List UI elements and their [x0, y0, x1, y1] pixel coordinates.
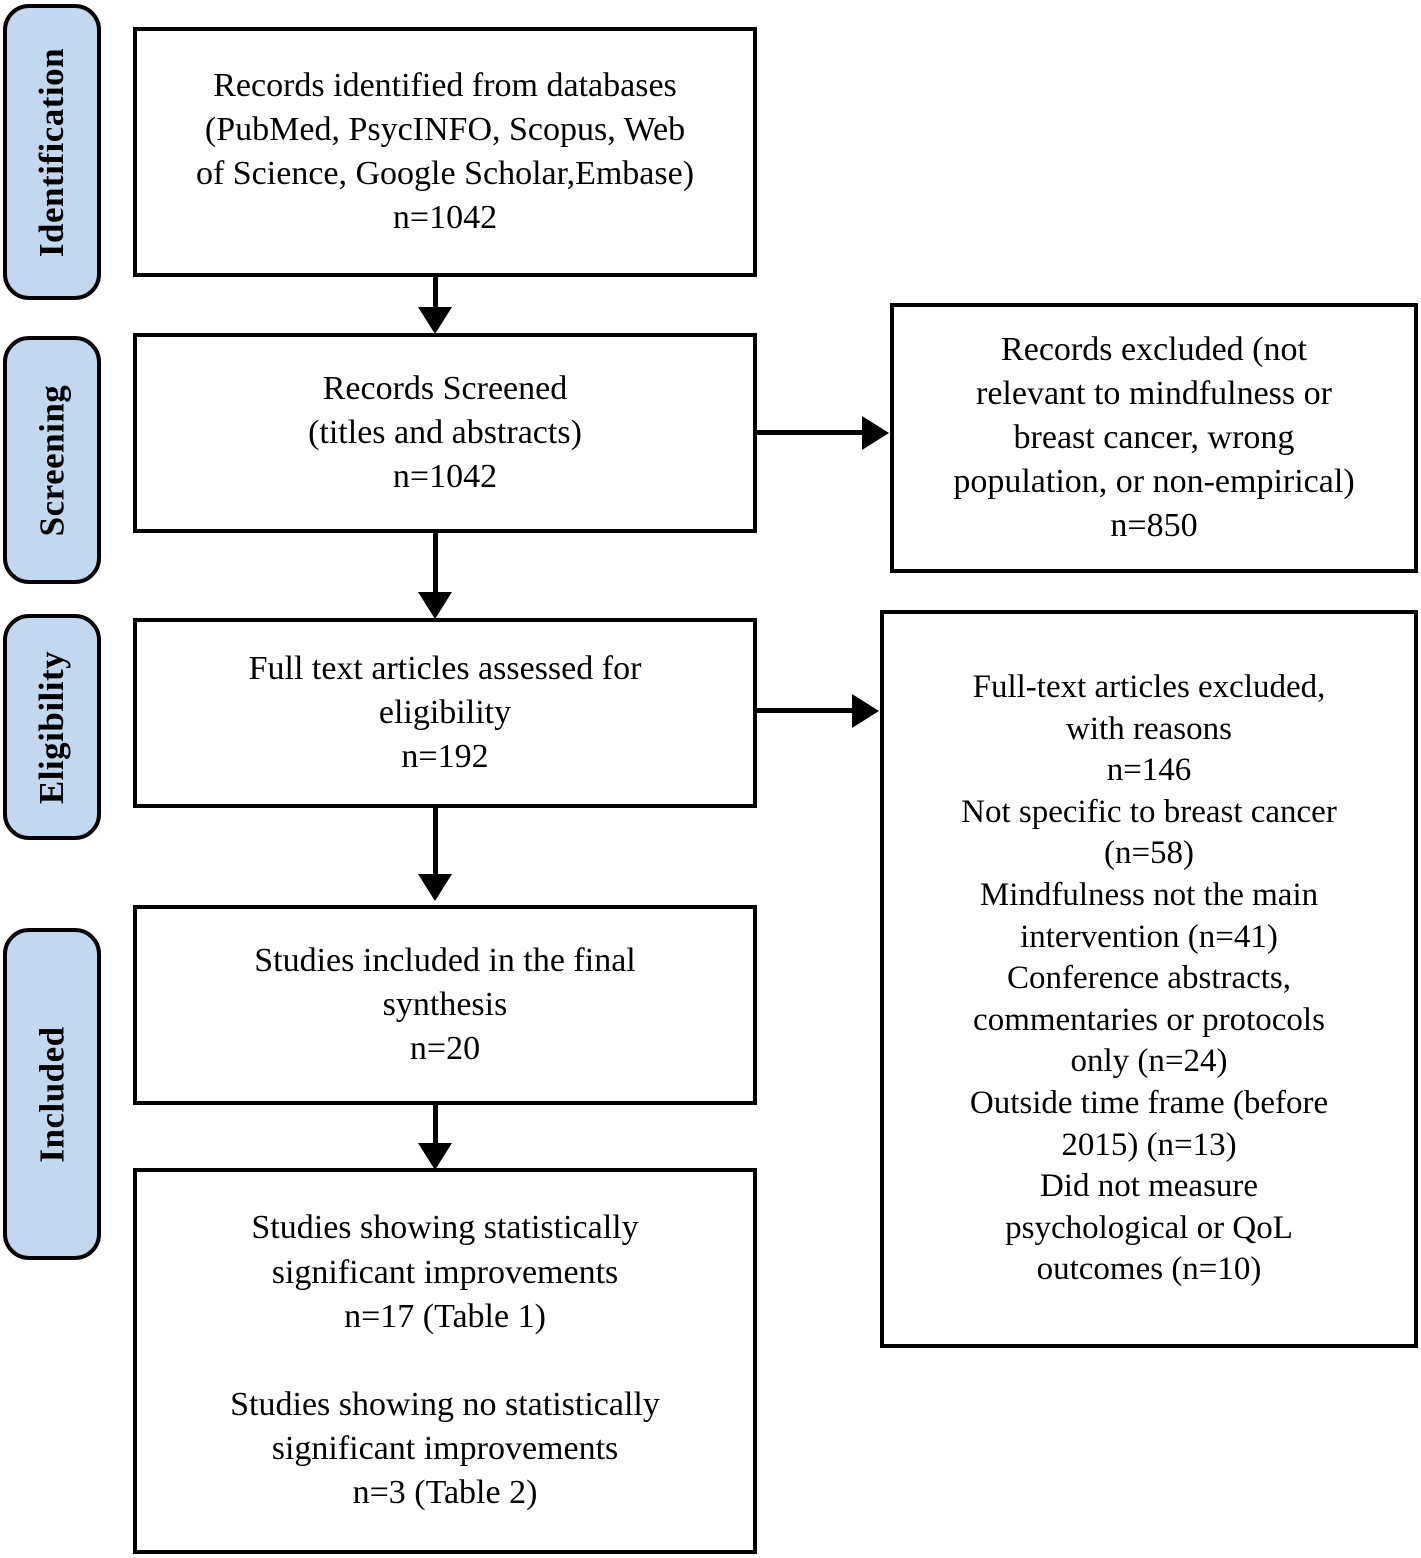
box-fulltext-excluded: Full-text articles excluded, with reason…: [880, 610, 1418, 1348]
arrow-included-to-results: [418, 1143, 452, 1170]
box-fulltext-assessed: Full text articles assessed for eligibil…: [133, 618, 757, 808]
stage-label-eligibility: Eligibility: [32, 650, 72, 804]
arrow-assessed-to-fulltext-excluded: [852, 694, 879, 728]
box-studies-results: Studies showing statistically significan…: [133, 1168, 757, 1554]
stage-label-identification: Identification: [32, 47, 72, 257]
connector-line-screened-to-assessed: [433, 533, 438, 593]
box-records-excluded: Records excluded (not relevant to mindfu…: [890, 303, 1418, 573]
arrow-screened-to-assessed: [418, 592, 452, 619]
stage-pill-screening: Screening: [3, 336, 101, 584]
box-records-screened-text: Records Screened (titles and abstracts) …: [308, 369, 582, 496]
box-studies-included-text: Studies included in the final synthesis …: [254, 941, 636, 1068]
box-fulltext-excluded-text: Full-text articles excluded, with reason…: [961, 669, 1337, 1288]
connector-line-screened-to-excluded: [757, 430, 867, 435]
box-studies-results-text: Studies showing statistically significan…: [230, 1209, 660, 1512]
arrow-assessed-to-included: [418, 874, 452, 901]
connector-line-included-to-results: [433, 1105, 438, 1147]
box-records-identified: Records identified from databases (PubMe…: [133, 27, 757, 277]
stage-label-screening: Screening: [32, 384, 72, 536]
box-records-excluded-text: Records excluded (not relevant to mindfu…: [953, 330, 1355, 545]
box-records-screened: Records Screened (titles and abstracts) …: [133, 333, 757, 533]
box-fulltext-assessed-text: Full text articles assessed for eligibil…: [248, 649, 642, 776]
connector-line-assessed-to-fulltext-excluded: [757, 708, 857, 713]
connector-line-identified-to-screened: [433, 277, 438, 311]
arrow-identified-to-screened: [418, 307, 452, 334]
stage-pill-identification: Identification: [3, 4, 101, 300]
arrow-screened-to-excluded: [862, 416, 889, 450]
stage-pill-eligibility: Eligibility: [3, 614, 101, 840]
stage-label-included: Included: [32, 1025, 72, 1163]
box-studies-included: Studies included in the final synthesis …: [133, 905, 757, 1105]
stage-pill-included: Included: [3, 928, 101, 1260]
connector-line-assessed-to-included: [433, 808, 438, 876]
box-records-identified-text: Records identified from databases (PubMe…: [195, 66, 695, 237]
